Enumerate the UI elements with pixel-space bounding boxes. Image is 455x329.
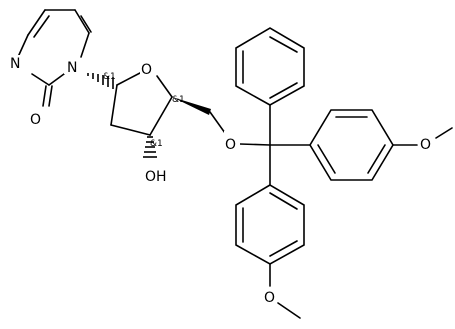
atom-labels: N N O O OH O O O (8, 55, 431, 306)
linker (209, 111, 271, 146)
atom-o-methoxy-bottom: O (264, 290, 275, 306)
atom-n1: N (67, 60, 77, 76)
hashed-bond-n1-c1 (87, 73, 114, 89)
phenyl-ring-top (235, 27, 305, 106)
wedge-bond-c4-c5 (172, 97, 211, 115)
hashed-bond-c3-oh (143, 136, 157, 158)
deoxyribose-ring (87, 72, 211, 158)
stereo-label-c3: &1 (150, 139, 163, 149)
stereo-labels: &1 &1 &1 (103, 72, 185, 149)
atom-n3: N (10, 56, 20, 72)
methoxyphenyl-ring-bottom (235, 184, 305, 319)
trityl-core (269, 104, 311, 186)
pyrimidinone-ring (17, 9, 92, 107)
stereo-label-c1: &1 (103, 72, 116, 82)
atom-o-ring: O (141, 62, 152, 78)
methoxyphenyl-ring-right (309, 109, 453, 181)
stereo-label-c4: &1 (172, 95, 185, 105)
atom-o-ether: O (225, 137, 236, 153)
atom-o-carbonyl: O (30, 112, 41, 128)
atom-o-methoxy-right: O (420, 137, 431, 153)
atom-oh: OH (145, 169, 167, 185)
